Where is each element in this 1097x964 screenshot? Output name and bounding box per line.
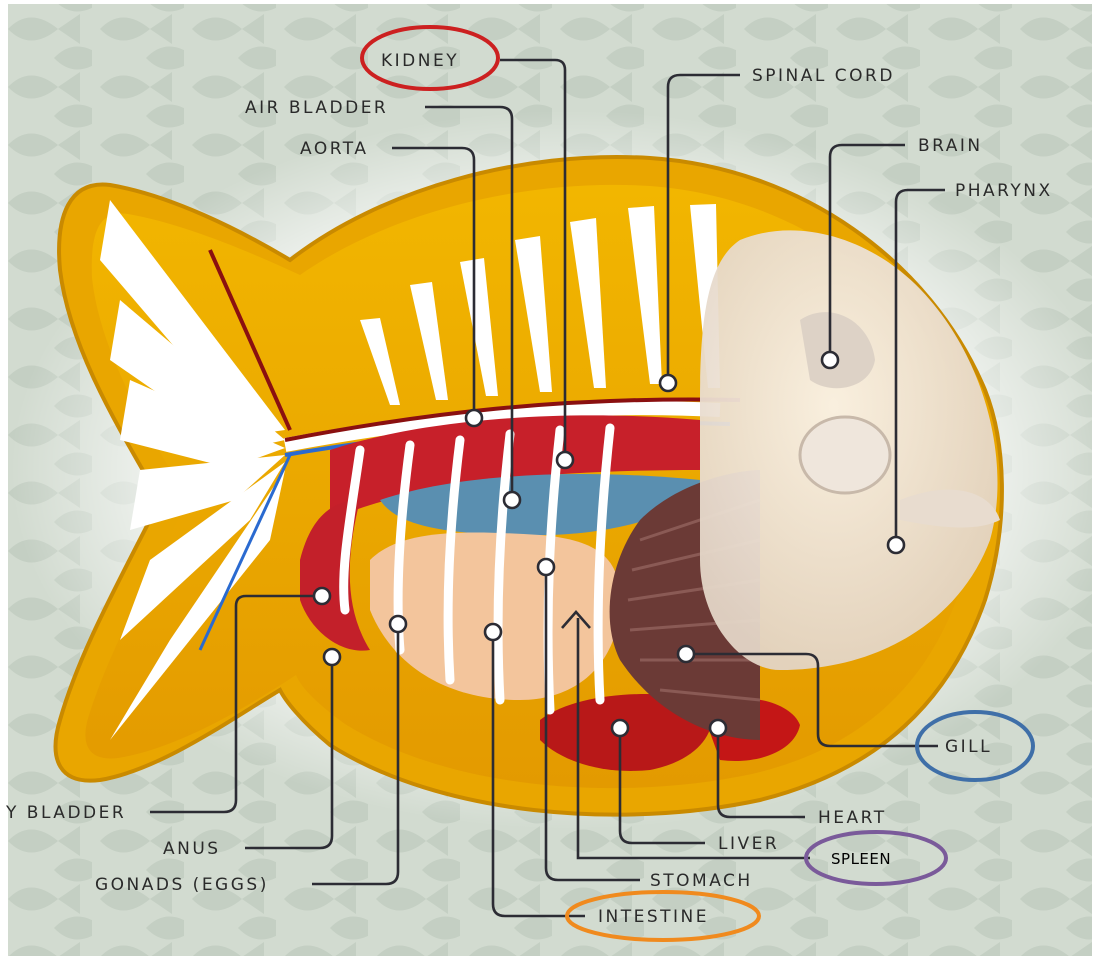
label-air-bladder: AIR BLADDER [245,98,388,118]
label-gonads: GONADS (EGGS) [95,875,269,895]
fish-body [56,157,1002,815]
label-kidney: KIDNEY [381,51,459,71]
label-spinal-cord: SPINAL CORD [752,66,895,86]
label-pharynx: PHARYNX [955,181,1053,201]
label-aorta: AORTA [300,139,368,159]
label-spleen: SPLEEN [831,850,891,868]
label-intestine: INTESTINE [598,907,709,927]
label-brain: BRAIN [918,136,983,156]
label-urinary-bladder: Y BLADDER [5,803,126,823]
label-anus: ANUS [163,839,221,859]
label-heart: HEART [818,808,887,828]
label-liver: LIVER [718,834,779,854]
label-gill: GILL [945,737,992,757]
eye-socket [800,417,890,493]
label-stomach: STOMACH [650,871,753,891]
